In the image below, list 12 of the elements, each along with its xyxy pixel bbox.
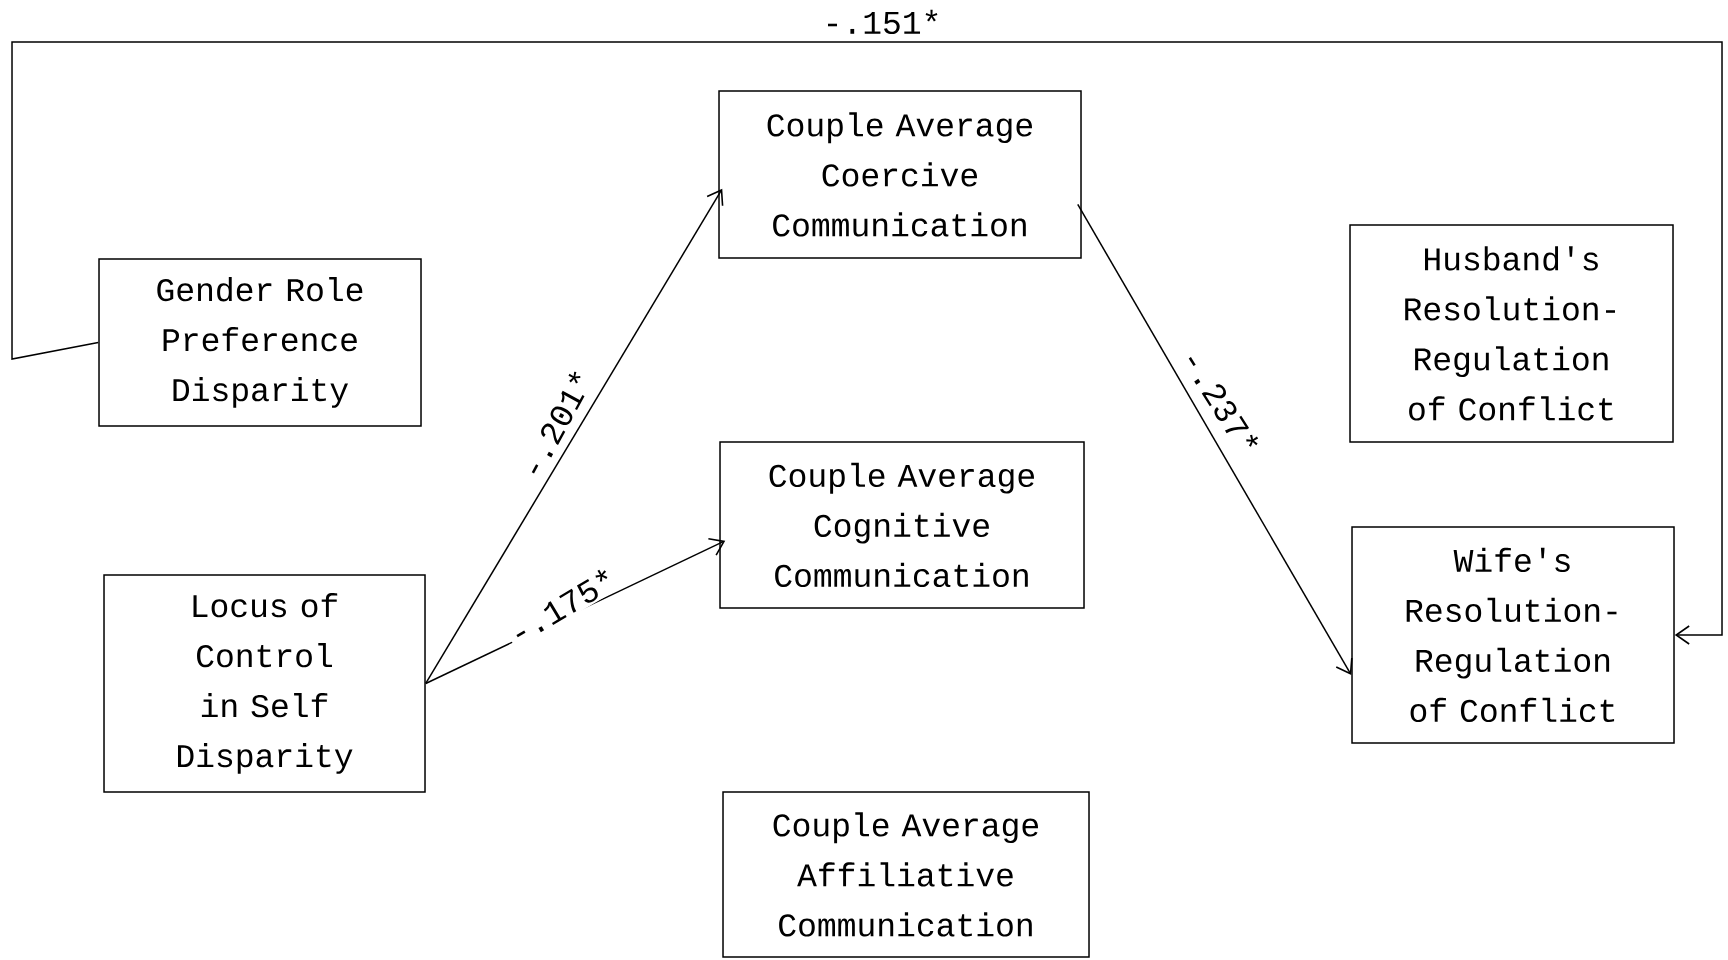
variable-box: Gender Role Preference Disparity xyxy=(98,258,422,427)
path-arrow xyxy=(425,188,724,685)
path-arrow xyxy=(11,41,1723,645)
variable-box: Husband's Resolution-Regulation of Conflict xyxy=(1349,224,1674,443)
variable-box: Wife's Resolution-Regulation of Conflict xyxy=(1351,526,1675,744)
variable-box: Couple Average Affiliative Communication xyxy=(722,791,1090,958)
path-arrow xyxy=(1077,203,1353,675)
edge-label: -.151* xyxy=(820,7,944,37)
variable-box: Couple Average Cognitive Communication xyxy=(719,441,1085,609)
edge-label: -.201* xyxy=(514,363,598,485)
variable-box: Locus of Control in Self Disparity xyxy=(103,574,426,793)
variable-box: Couple Average Coercive Communication xyxy=(718,90,1082,259)
